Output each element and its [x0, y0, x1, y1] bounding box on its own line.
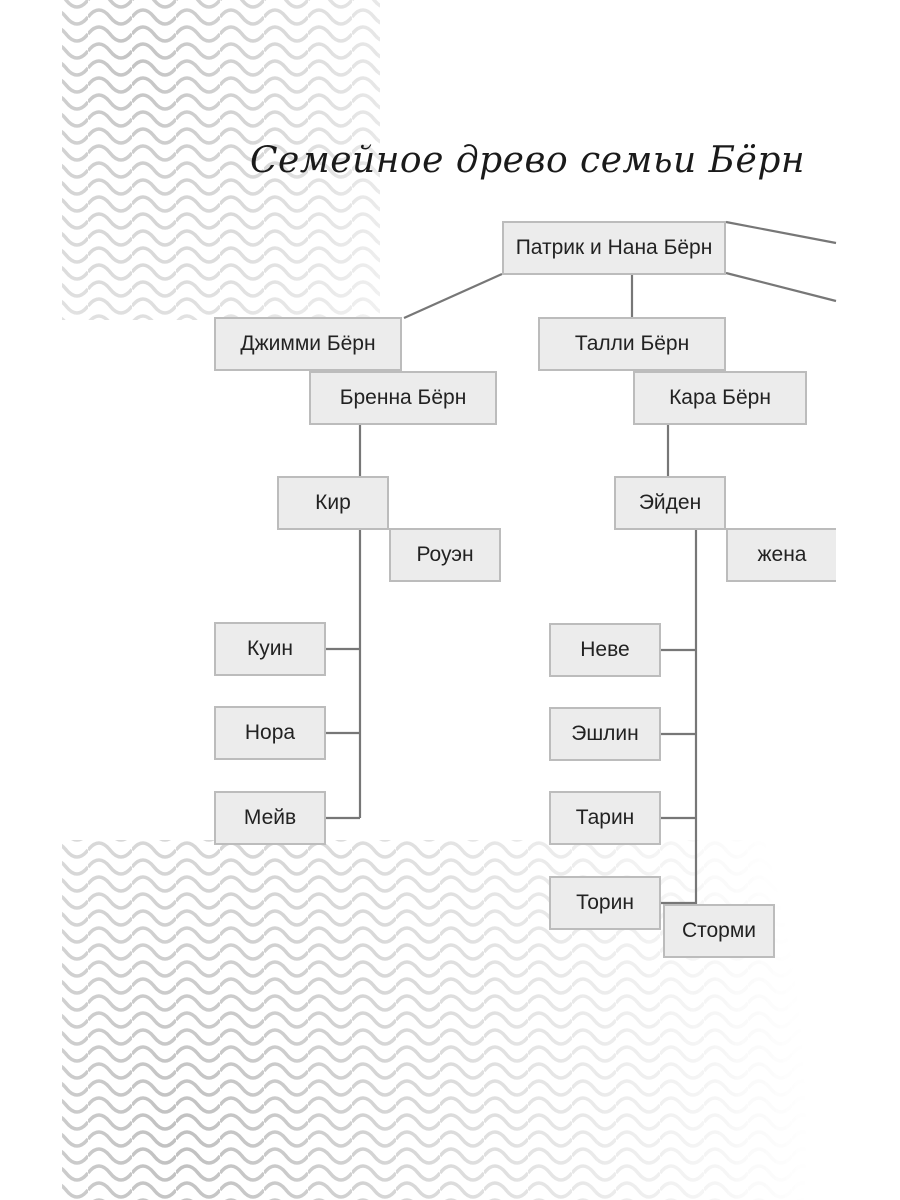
node-kir: Кир — [277, 476, 389, 530]
node-aiden: Эйден — [614, 476, 726, 530]
node-neve: Неве — [549, 623, 661, 677]
node-talli: Талли Бёрн — [538, 317, 726, 371]
node-kara: Кара Бёрн — [633, 371, 807, 425]
page-title: Семейное древо семьи Бёрн — [250, 140, 806, 181]
node-torin: Торин — [549, 876, 661, 930]
node-rowan: Роуэн — [389, 528, 501, 582]
node-aislin: Эшлин — [549, 707, 661, 761]
node-nora: Нора — [214, 706, 326, 760]
node-jimmy: Джимми Бёрн — [214, 317, 402, 371]
node-wife: жена — [726, 528, 836, 582]
node-tarin: Тарин — [549, 791, 661, 845]
node-stormy: Сторми — [663, 904, 775, 958]
node-quinn: Куин — [214, 622, 326, 676]
node-brenna: Бренна Бёрн — [309, 371, 497, 425]
node-patrick-nana: Патрик и Нана Бёрн — [502, 221, 726, 275]
node-maeve: Мейв — [214, 791, 326, 845]
